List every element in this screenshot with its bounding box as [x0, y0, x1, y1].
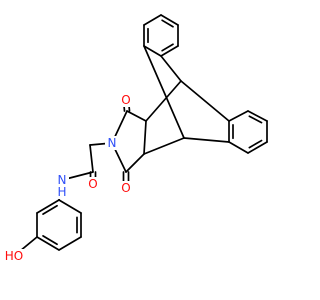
- lower-benzene-bond-3: [228, 141, 249, 154]
- label-mask: [4, 249, 24, 263]
- oxygen-label-top-carbonyl: O: [121, 93, 130, 107]
- phenol-ring-double-bond-3: [42, 235, 58, 246]
- lower-benzene-bond-0: [247, 110, 268, 122]
- nitrogen-label-imide: N: [108, 136, 117, 150]
- phenol-ring-double-bond-5: [42, 204, 58, 215]
- bridgehead-bond-c: [183, 137, 230, 143]
- lower-benzene-bond-5: [228, 110, 249, 122]
- molecule-structure: O O N O N H HO: [4, 14, 268, 263]
- oxygen-label-amide: O: [88, 177, 97, 191]
- atom-labels: O O N O N H HO: [4, 93, 133, 263]
- label-mask: [119, 181, 133, 195]
- phenol-ring-bond-2: [58, 236, 82, 251]
- phenol-ring-bond-3: [36, 236, 60, 251]
- label-mask: [105, 136, 119, 150]
- lower-benzene-double-bond-2: [248, 139, 263, 149]
- phenol-ring-bond-5: [36, 199, 60, 214]
- bridge-bond-a: [145, 80, 182, 122]
- upper-benzene-bond-2: [160, 45, 179, 57]
- bond-lines: [13, 14, 268, 257]
- phenol-ring-bond-0: [58, 199, 82, 214]
- imide-ring-bond-d: [125, 153, 145, 173]
- upper-benzene-double-bond-0: [161, 19, 174, 28]
- upper-benzene-bond-5: [143, 14, 162, 26]
- upper-benzene-bond-0: [160, 14, 179, 26]
- label-mask: [55, 185, 69, 199]
- nitrogen-label-amide: N: [58, 173, 67, 187]
- hydrogen-label-amide: H: [57, 185, 66, 199]
- imide-ring-bond-a: [126, 110, 147, 122]
- oxygen-label-bottom-carbonyl: O: [121, 181, 130, 195]
- bridgehead-bond-a: [160, 55, 182, 82]
- label-mask: [86, 177, 100, 191]
- bridge-bond-b: [143, 137, 185, 155]
- bridge-bond-c: [143, 120, 147, 155]
- lower-benzene-bond-2: [247, 141, 268, 154]
- label-mask: [55, 173, 69, 187]
- upper-benzene-double-bond-2: [161, 43, 174, 52]
- lower-benzene-double-bond-0: [248, 115, 263, 124]
- label-mask: [119, 93, 133, 107]
- bridgehead-bond-d: [143, 45, 185, 139]
- bridgehead-bond-b: [180, 80, 230, 122]
- upper-benzene-bond-3: [143, 45, 162, 57]
- acyl-bond: [89, 144, 94, 173]
- hydroxyl-label: HO: [5, 249, 23, 263]
